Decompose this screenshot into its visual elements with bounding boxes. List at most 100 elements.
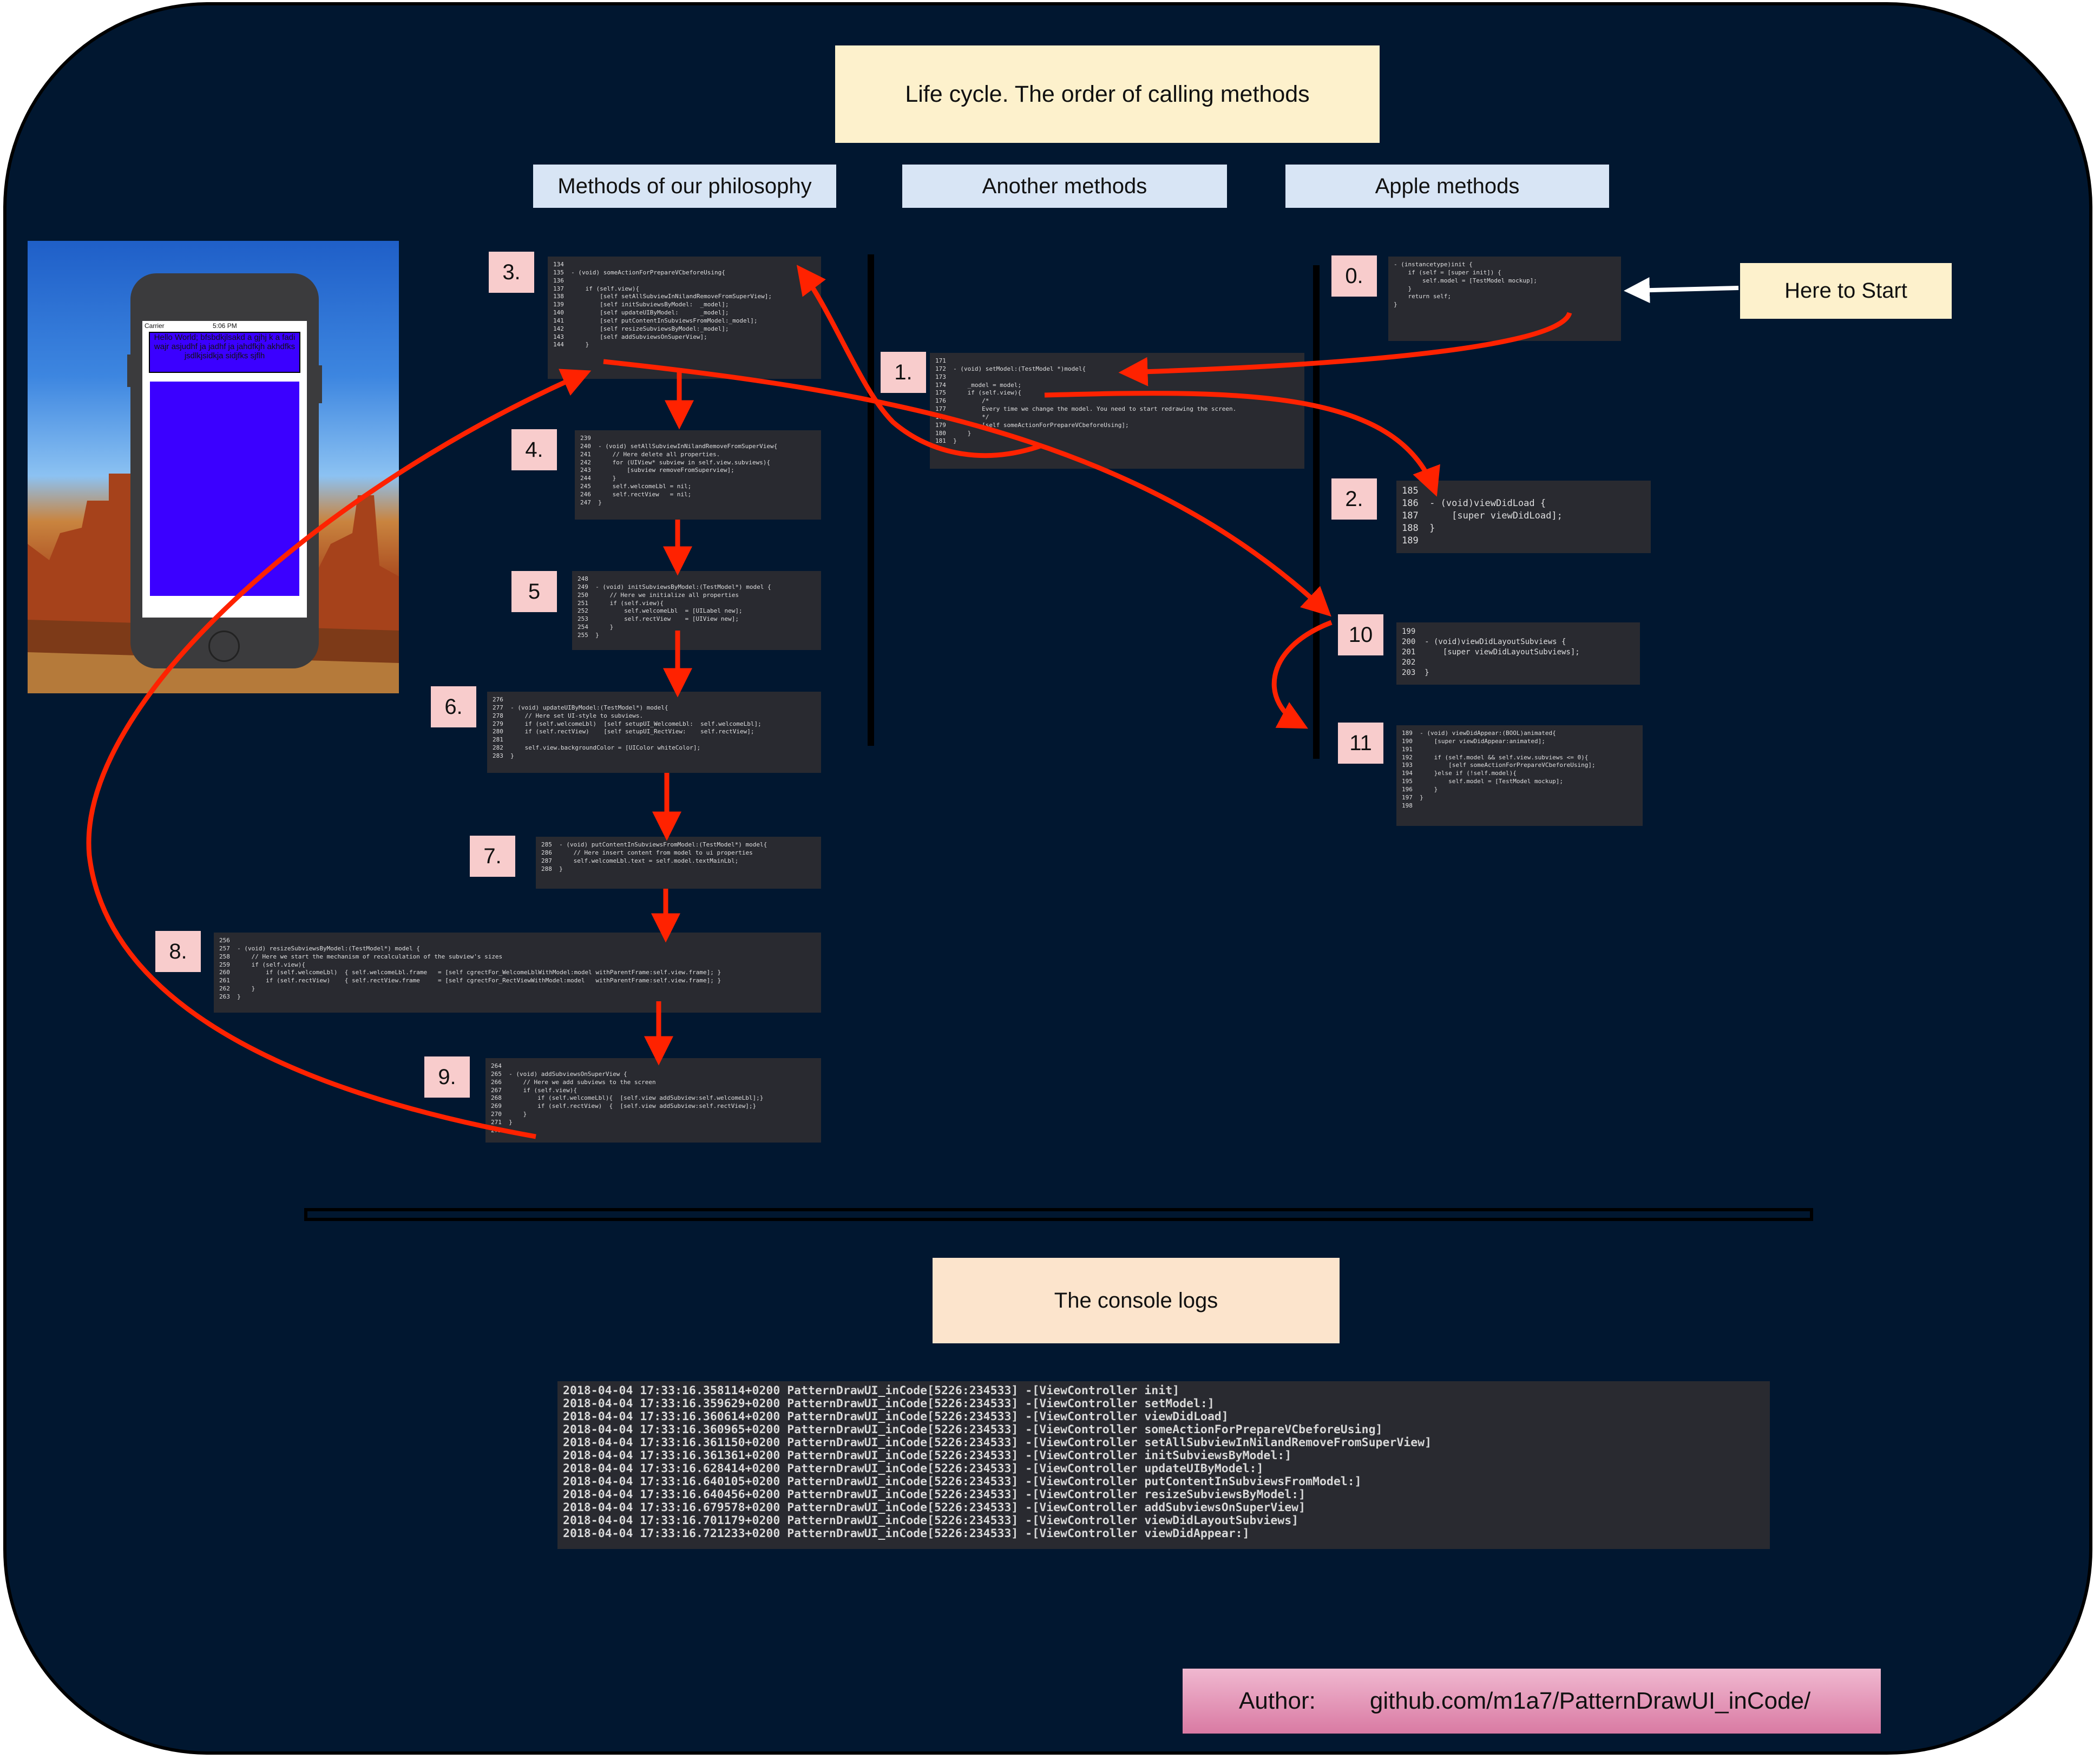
code-line: 241 // Here delete all properties.	[580, 450, 720, 458]
code-line: 248	[578, 575, 588, 582]
code-line: 259 if (self.view){	[219, 961, 305, 968]
code-line: 253 self.rectView = [UIView new];	[578, 615, 739, 623]
step-label-0: 0.	[1331, 255, 1377, 297]
code-line: 201 [super viewDidLayoutSubviews];	[1402, 647, 1580, 657]
code-line: 202	[1402, 658, 1416, 667]
code-line: 181 }	[935, 437, 957, 445]
code-line: 142 [self resizeSubviewsByModel:_model];	[553, 325, 729, 332]
code-line: 269 if (self.rectView) { [self.view addS…	[491, 1102, 757, 1110]
code-line: 171	[935, 357, 946, 364]
console-log-line: 2018-04-04 17:33:16.360614+0200 PatternD…	[563, 1410, 1229, 1423]
code-line: 260 if (self.welcomeLbl) { self.welcomeL…	[219, 969, 721, 976]
console-log-line: 2018-04-04 17:33:16.701179+0200 PatternD…	[563, 1514, 1299, 1527]
arrow-3-to-10	[603, 359, 1331, 617]
console-logs-title: The console logs	[933, 1258, 1340, 1343]
code-line: 177 Every time we change the model. You …	[935, 405, 1237, 413]
step-label-3: 3.	[489, 252, 534, 293]
console-log-line: 2018-04-04 17:33:16.640105+0200 PatternD…	[563, 1475, 1362, 1488]
code-line: 192 if (self.model && self.view.subviews…	[1402, 753, 1589, 761]
code-line: 190 [super viewDidAppear:animated];	[1402, 737, 1545, 745]
code-line: 140 [self updateUIByModel: _model];	[553, 309, 729, 317]
step-label-11: 11	[1338, 723, 1383, 764]
code-line: 137 if (self.view){	[553, 285, 639, 292]
console-log-line: 2018-04-04 17:33:16.361150+0200 PatternD…	[563, 1436, 1432, 1449]
code-line: 249 - (void) initSubviewsByModel:(TestMo…	[578, 583, 771, 590]
step-label-8: 8.	[155, 931, 201, 972]
code-line: 193 [self someActionForPrepareVCbeforeUs…	[1402, 762, 1596, 769]
column-separator-left	[868, 254, 874, 746]
code-line: 254 }	[578, 623, 614, 631]
code-line: 243 [subview removeFromSuperview];	[580, 467, 734, 474]
code-line: if (self = [super init]) {	[1394, 268, 1501, 276]
phone-screen: Carrier 5:06 PM Hello World; bfsbdkjlsak…	[142, 321, 307, 618]
code-line: 138 [self setAllSubviewInNilandRemoveFro…	[553, 293, 772, 300]
code-line: 188 }	[1402, 522, 1435, 534]
author-link[interactable]: github.com/m1a7/PatternDrawUI_inCode/	[1369, 1688, 1811, 1714]
arrow-setmodel-to-prepare	[796, 265, 1043, 458]
welcome-label-text: Hello World; bfsbdkjlsakd a gjhj k a fad…	[154, 333, 296, 360]
code-line: 186 - (void)viewDidLoad {	[1402, 497, 1546, 509]
console-log-line: 2018-04-04 17:33:16.361361+0200 PatternD…	[563, 1449, 1292, 1462]
code-line: 197 }	[1402, 793, 1423, 801]
code-line: 281	[493, 736, 503, 744]
arrow-setmodel-to-viewdidload	[1044, 391, 1440, 497]
phone-device: Carrier 5:06 PM Hello World; bfsbdkjlsak…	[127, 273, 322, 668]
code-line: 176 /*	[935, 397, 989, 405]
step-label-4: 4.	[511, 429, 557, 470]
code-line: - (instancetype)init {	[1394, 261, 1473, 268]
code-line: 252 self.welcomeLbl = [UILabel new];	[578, 607, 743, 615]
code-line: 134	[553, 261, 564, 268]
phone-screenshot: Carrier 5:06 PM Hello World; bfsbdkjlsak…	[28, 241, 399, 693]
code-line: 200 - (void)viewDidLayoutSubviews {	[1402, 637, 1566, 646]
code-snippet-0: - (instancetype)init { if (self = [super…	[1388, 257, 1621, 341]
code-line: 203 }	[1402, 668, 1429, 677]
code-line: 262 }	[219, 985, 255, 993]
column-header-apple: Apple methods	[1285, 165, 1609, 208]
code-line: 247 }	[580, 498, 602, 506]
code-line: 285 - (void) putContentInSubviewsFromMod…	[541, 841, 767, 848]
author-label: Author:	[1239, 1688, 1316, 1714]
code-line: 189 - (void) viewDidAppear:(BOOL)animate…	[1402, 730, 1556, 737]
code-line: 270 }	[491, 1111, 527, 1118]
console-log-line: 2018-04-04 17:33:16.721233+0200 PatternD…	[563, 1527, 1250, 1540]
code-line: 195 self.model = [TestModel mockup];	[1402, 778, 1564, 785]
code-line: 264	[491, 1062, 502, 1069]
status-carrier: Carrier	[145, 322, 165, 330]
code-line: 257 - (void) resizeSubviewsByModel:(Test…	[219, 944, 420, 952]
code-line: 265 - (void) addSubviewsOnSuperView {	[491, 1070, 627, 1078]
console-log-line: 2018-04-04 17:33:16.679578+0200 PatternD…	[563, 1501, 1306, 1514]
code-line: 194 }else if (!self.model){	[1402, 770, 1517, 777]
code-line: 250 // Here we initialize all properties	[578, 591, 739, 599]
code-line: 191	[1402, 745, 1413, 753]
diagram-title: Life cycle. The order of calling methods	[835, 45, 1380, 143]
code-line: 174 _model = model;	[935, 381, 1021, 389]
code-line: }	[1394, 285, 1412, 292]
code-line: 278 // Here set UI-style to subviews.	[493, 712, 644, 719]
code-line: return self;	[1394, 293, 1451, 300]
step-label-6: 6.	[431, 686, 476, 727]
status-time: 5:06 PM	[213, 322, 237, 330]
code-line: 139 [self initSubviewsByModel: _model];	[553, 301, 729, 309]
code-line: 196 }	[1402, 785, 1438, 793]
code-line: 268 if (self.welcomeLbl){ [self.view add…	[491, 1094, 764, 1102]
phone-home-button[interactable]	[208, 631, 240, 662]
here-to-start-label: Here to Start	[1740, 263, 1952, 319]
column-header-philosophy: Methods of our philosophy	[533, 165, 836, 208]
code-line: 239	[580, 435, 591, 442]
code-line: 280 if (self.rectView) [self setupUI_Rec…	[493, 728, 754, 736]
code-line: 255 }	[578, 631, 599, 639]
console-log-line: 2018-04-04 17:33:16.628414+0200 PatternD…	[563, 1462, 1264, 1475]
column-separator-right	[1313, 265, 1320, 759]
console-log-line: 2018-04-04 17:33:16.360965+0200 PatternD…	[563, 1423, 1383, 1436]
code-line: 136	[553, 277, 564, 284]
code-line: 261 if (self.rectView) { self.rectView.f…	[219, 977, 721, 984]
code-line: 173	[935, 373, 946, 380]
code-line: 172 - (void) setModel:(TestModel *)model…	[935, 365, 1086, 372]
